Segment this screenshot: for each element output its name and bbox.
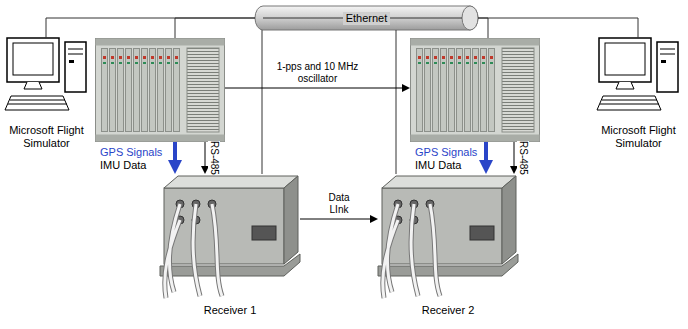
ethernet-bus-caption: Ethernet [343, 12, 391, 25]
simulator-chassis: GPS SignalsIMU Data [95, 38, 225, 142]
computer-icon [5, 38, 86, 110]
gps-signal-arrow [484, 142, 488, 160]
computer-label: Microsoft Flight Simulator [594, 124, 684, 150]
connectors [46, 18, 638, 219]
receiver-label: Receiver 1 [170, 304, 290, 317]
data-link-label: Data LInk [323, 192, 355, 216]
receiver-picture [160, 176, 300, 298]
ethernet-line [396, 30, 397, 174]
simulator-chassis-picture [411, 39, 540, 142]
computer: Microsoft Flight Simulator [597, 38, 680, 118]
computer: Microsoft Flight Simulator [5, 38, 88, 118]
signal-label: GPS Signals [415, 146, 477, 159]
ethernet-line [478, 18, 638, 38]
ethernet-bus: Ethernet [255, 6, 478, 30]
simulator-chassis-caption: GPS SignalsIMU Data [415, 146, 477, 172]
signal-label: IMU Data [415, 159, 477, 172]
signal-label: RS-485 [517, 141, 529, 175]
ethernet-line [46, 18, 255, 38]
data-link-arrow [300, 219, 370, 220]
gps-signal-arrow [173, 142, 177, 160]
receiver: Receiver 2 [378, 174, 518, 301]
computer-icon [597, 38, 678, 110]
computer-caption: Microsoft Flight Simulator [594, 124, 684, 150]
signal-label: RS-485 [208, 141, 220, 175]
computer-caption: Microsoft Flight Simulator [2, 124, 92, 150]
ethernet-line [175, 18, 255, 38]
computer-label: Microsoft Flight Simulator [2, 124, 92, 150]
simulator-chassis-caption: GPS SignalsIMU Data [100, 146, 162, 172]
receiver-picture [378, 176, 518, 298]
bus-label: Ethernet [343, 12, 391, 25]
clock-arrow [225, 88, 402, 89]
simulator-chassis-picture [96, 39, 225, 142]
rs485-arrow [514, 142, 515, 166]
signal-label: GPS Signals [100, 146, 162, 159]
rs485-arrow [205, 142, 206, 166]
signal-label: IMU Data [100, 159, 162, 172]
ethernet-line [478, 18, 488, 38]
simulator-chassis: GPS SignalsIMU Data [410, 38, 540, 142]
receiver: Receiver 1 [160, 174, 300, 301]
signal-label: 1-pps and 10 MHz oscillator [268, 61, 368, 85]
receiver-caption: Receiver 1 [170, 304, 290, 317]
receiver-caption: Receiver 2 [388, 304, 508, 317]
ethernet-line [262, 30, 263, 174]
receiver-label: Receiver 2 [388, 304, 508, 317]
ethernet-cable [255, 6, 478, 30]
